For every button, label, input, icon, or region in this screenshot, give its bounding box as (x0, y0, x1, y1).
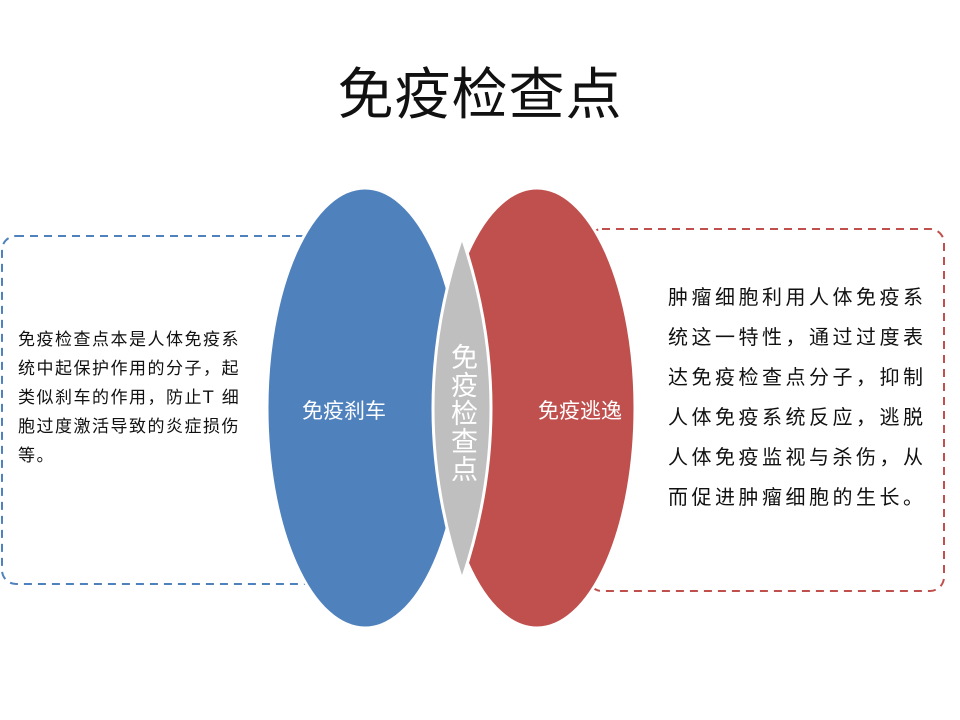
left-description: 免疫检查点本是人体免疫系统中起保护作用的分子，起类似刹车的作用，防止T 细胞过度… (18, 330, 241, 466)
right-description: 肿瘤细胞利用人体免疫系统这一特性，通过过度表达免疫检查点分子，抑制人体免疫系统反… (668, 285, 927, 509)
immune-escape-label: 免疫逃逸 (538, 399, 622, 423)
immune-checkpoint-label: 免疫检查点 (446, 343, 477, 483)
overlap-lens (431, 232, 493, 585)
page-title: 免疫检查点 (337, 63, 623, 128)
immune-brake-label: 免疫刹车 (302, 399, 386, 423)
